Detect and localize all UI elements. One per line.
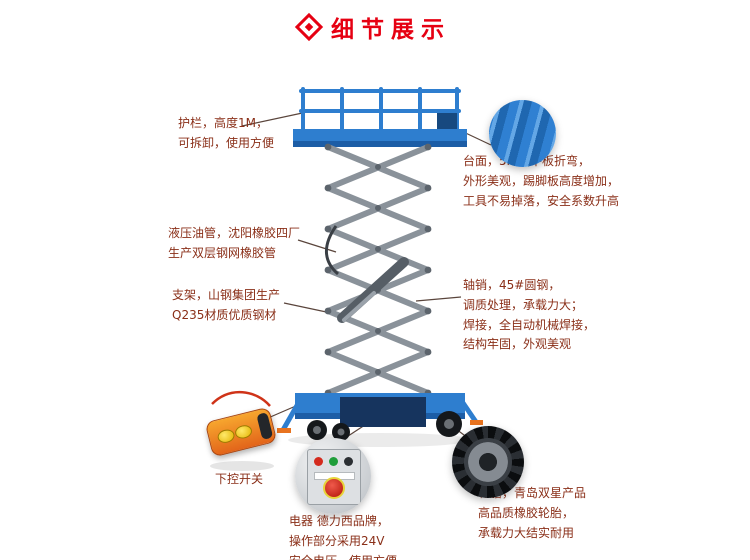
- callout-text: 电器 德力西品牌，: [289, 514, 389, 528]
- callout-electric: 电器 德力西品牌， 操作部分采用24V 安全电压，使用方便: [289, 512, 397, 560]
- control-box-photo: [295, 438, 371, 514]
- guardrail: [299, 87, 461, 132]
- emergency-stop-button: [323, 476, 346, 499]
- remote-shadow: [210, 461, 274, 471]
- remote-cable: [211, 390, 271, 407]
- platform-deck: [293, 129, 467, 147]
- callout-text: 生产双层钢网橡胶管: [168, 245, 277, 260]
- callout-text: 支架，山钢集团生产: [172, 288, 281, 302]
- callout-frame: 支架，山钢集团生产 Q235材质优质钢材: [172, 286, 280, 326]
- remote-control-photo: [202, 396, 282, 466]
- callout-text: 液压油管，沈阳橡胶四厂: [168, 226, 301, 240]
- tire-photo: [452, 426, 524, 498]
- callout-text: 操作部分采用24V: [289, 533, 385, 548]
- remote-end-cap: [256, 412, 274, 441]
- hydraulic-hose: [325, 225, 340, 276]
- callout-text: 外形美观，踢脚板高度增加，: [463, 173, 620, 188]
- platform-control-box: [437, 113, 457, 129]
- page-header: 细节展示: [0, 10, 750, 44]
- outrigger-foot-left: [277, 428, 291, 433]
- callout-text: Q235材质优质钢材: [172, 307, 277, 322]
- battery-box: [340, 397, 426, 427]
- tire-hub: [464, 438, 512, 486]
- control-panel: [307, 449, 361, 505]
- callout-guardrail: 护栏，高度1M， 可拆卸，使用方便: [178, 114, 274, 154]
- callout-text: 承载力大结实耐用: [478, 525, 575, 540]
- scissor-mechanism: [325, 144, 431, 396]
- green-button: [329, 457, 339, 467]
- hydraulic-cylinder: [337, 257, 409, 323]
- outrigger-foot-right: [470, 420, 483, 425]
- callout-text: 焊接，全自动机械焊接，: [463, 317, 596, 332]
- remote-body: [204, 406, 278, 458]
- remote-button: [233, 423, 254, 441]
- callout-pin: 轴销，45#圆钢， 调质处理，承载力大； 焊接，全自动机械焊接， 结构牢固，外观…: [463, 276, 595, 355]
- platform-detail-photo: [489, 100, 556, 167]
- black-button: [344, 457, 354, 467]
- callout-text: 调质处理，承载力大；: [463, 297, 584, 312]
- callout-text: 结构牢固，外观美观: [463, 337, 572, 352]
- wheels: [307, 411, 462, 441]
- callout-text: 工具不易掉落，安全系数升高: [463, 193, 620, 208]
- callout-text: 护栏，高度1M，: [178, 116, 268, 130]
- callout-text: 可拆卸，使用方便: [178, 135, 275, 150]
- callout-lower-switch: 下控开关: [215, 470, 263, 490]
- callout-hose: 液压油管，沈阳橡胶四厂 生产双层钢网橡胶管: [168, 224, 300, 264]
- page-title: 细节展示: [331, 17, 451, 43]
- callout-tire: 轮胎，青岛双星产品 高品质橡胶轮胎， 承载力大结实耐用: [478, 484, 586, 543]
- callout-text: 安全电压，使用方便: [289, 552, 397, 560]
- chassis: [277, 393, 483, 433]
- callout-text: 轴销，45#圆钢，: [463, 278, 561, 292]
- red-button: [314, 457, 324, 467]
- callout-text: 高品质橡胶轮胎，: [478, 505, 575, 520]
- callout-text: 下控开关: [215, 472, 264, 486]
- remote-button: [216, 427, 236, 445]
